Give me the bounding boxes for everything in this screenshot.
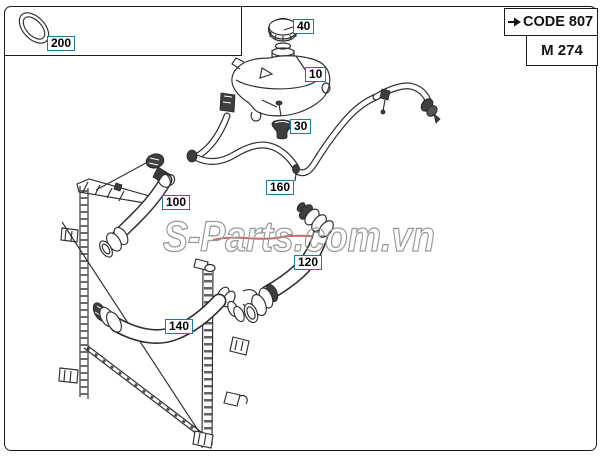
vent-hose-drawing (186, 82, 441, 182)
hose-clip-icon (379, 88, 391, 101)
upper-hose-drawing (99, 153, 176, 258)
diagram-frame (4, 6, 597, 451)
hose-clip-icon (292, 164, 300, 174)
callout-30[interactable]: 30 (290, 119, 312, 134)
seal-ring-inset-box (5, 7, 242, 56)
watermark-text: S-Parts.com.vn (163, 213, 435, 261)
model-box: M 274 (526, 36, 598, 66)
hose-clip-icon (186, 149, 198, 163)
radiator-drawing (58, 162, 258, 449)
model-label: M 274 (541, 42, 583, 59)
callout-120[interactable]: 120 (294, 255, 323, 270)
leader-line-40 (283, 26, 294, 31)
callout-40[interactable]: 40 (293, 19, 315, 34)
callout-100[interactable]: 100 (162, 195, 191, 210)
callout-140[interactable]: 140 (165, 319, 194, 334)
middle-hose-drawing (243, 202, 334, 324)
callout-10[interactable]: 10 (305, 67, 327, 82)
code-label: CODE 807 (523, 14, 594, 30)
code-arrow-icon (508, 17, 521, 27)
expansion-tank-drawing (219, 47, 331, 122)
callout-160[interactable]: 160 (266, 180, 295, 195)
code-box: CODE 807 (504, 8, 598, 36)
seal-ring-drawing (18, 12, 50, 44)
watermark-accent-swoosh (212, 234, 313, 241)
cap-drawing (267, 17, 299, 50)
leader-line-10 (295, 55, 307, 72)
leader-line-100 (95, 162, 147, 191)
grommet-drawing (261, 99, 293, 140)
watermark: S-Parts.com.vn (162, 212, 435, 261)
callout-200[interactable]: 200 (47, 36, 76, 51)
